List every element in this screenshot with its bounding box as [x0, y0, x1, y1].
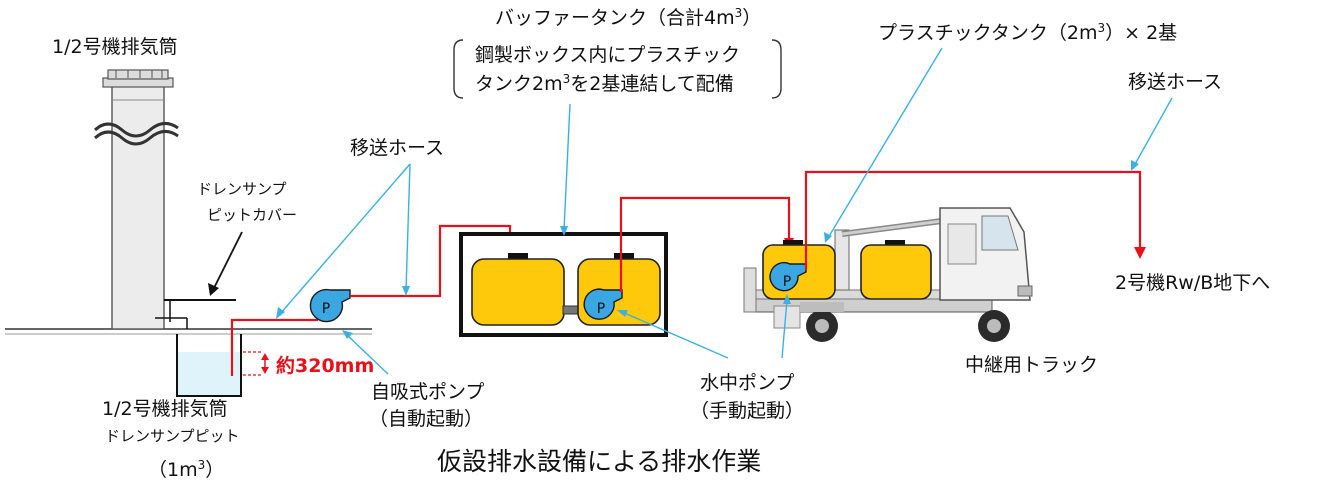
plastic-tank-label: プラスチックタンク（2m3）× 2基 [878, 21, 1177, 44]
submersible-pump-truck[interactable]: P [769, 261, 807, 292]
pit-cover [155, 299, 236, 329]
pit-label-1: 1/2号機排気筒 [102, 398, 228, 420]
exhaust-stack [93, 69, 179, 330]
self-priming-pump[interactable]: P [309, 288, 351, 323]
drain-cover-label-2: ピットカバー [207, 206, 297, 224]
self-priming-pump-label-1: 自吸式ポンプ [371, 381, 484, 403]
svg-text:P: P [322, 301, 330, 317]
drain-cover-label-1: ドレンサンプ [197, 180, 287, 198]
relay-truck-label: 中継用トラック [965, 354, 1098, 376]
destination-label: 2号機Rw/B地下へ [1115, 272, 1270, 294]
hose-truck-to-destination [804, 170, 1142, 270]
submersible-pump-label-2: （手動起動） [690, 400, 804, 422]
hose-label-left: 移送ホース [350, 137, 444, 159]
buffer-box [459, 232, 668, 337]
drain-pit [176, 334, 242, 397]
submersible-pump-buffer[interactable]: P [583, 288, 623, 320]
buffer-tank-left [471, 258, 565, 326]
buffer-note-bracket-left [453, 39, 464, 99]
hose-pit-to-pump [230, 318, 318, 376]
depth-marker [243, 351, 269, 376]
buffer-tank-label: バッファータンク（合計4m3） [495, 6, 761, 29]
buffer-note-bracket-right [771, 39, 782, 99]
self-priming-pump-label-2: （自動起動） [369, 408, 483, 430]
truck-tank-front [860, 244, 932, 300]
diagram-title: 仮設排水設備による排水作業 [437, 447, 761, 476]
chimney-label: 1/2号機排気筒 [52, 36, 178, 58]
leader-lines [276, 47, 1173, 375]
drain-cover-arrow [213, 231, 243, 289]
hose-arrowhead-destination [1134, 247, 1146, 259]
depth-label: 約320mm [276, 354, 374, 377]
pit-label-3: （1m3） [148, 458, 224, 481]
svg-text:P: P [597, 301, 605, 317]
buffer-note-line2: タンク2m3を2基連結して配備 [475, 72, 734, 95]
svg-text:P: P [783, 274, 791, 290]
submersible-pump-label-1: 水中ポンプ [700, 372, 794, 394]
pit-label-2: ドレンサンプピット [105, 427, 240, 445]
relay-truck [743, 207, 1033, 342]
drain-cover-arrowhead [208, 283, 219, 296]
hose-buffer-to-truck [619, 196, 791, 292]
hose-label-right: 移送ホース [1128, 71, 1222, 93]
buffer-note-line1: 鋼製ボックス内にプラスチック [475, 44, 740, 66]
